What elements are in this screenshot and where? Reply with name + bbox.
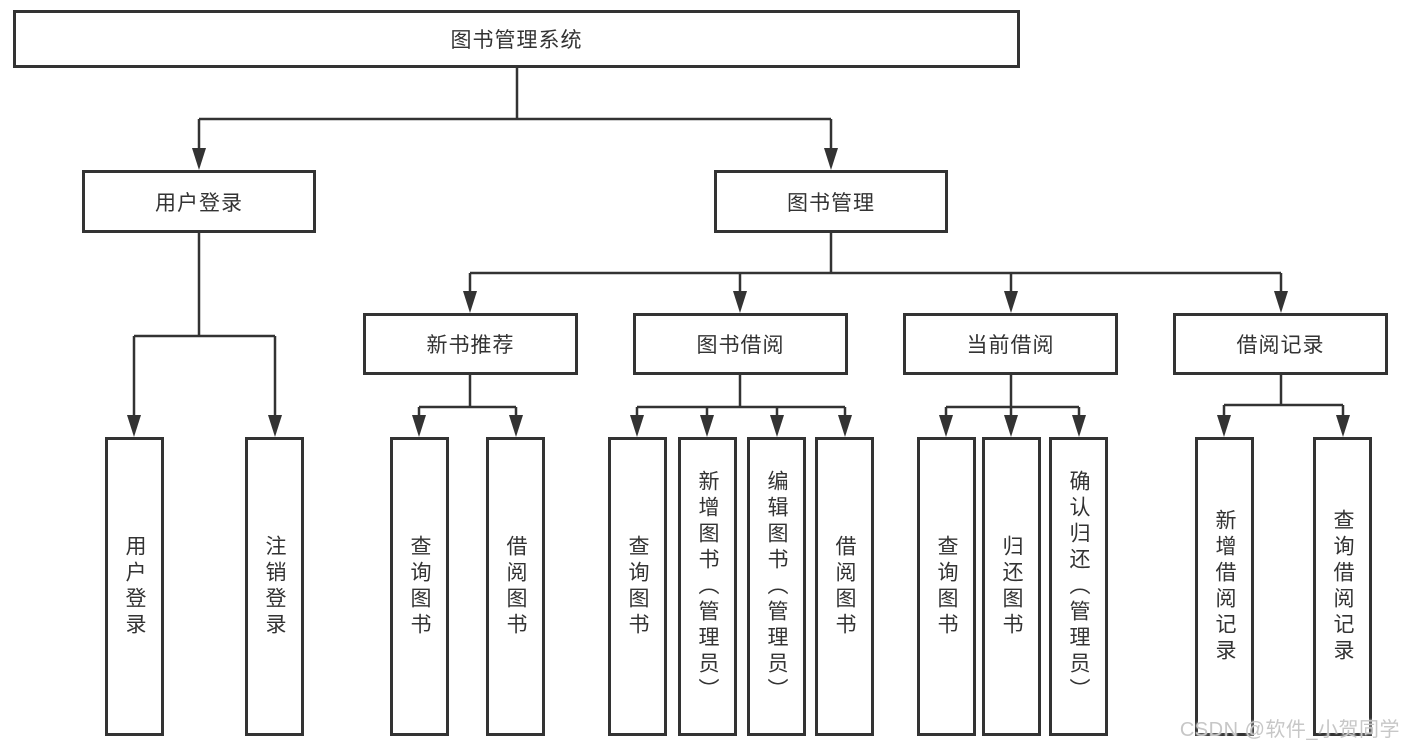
- arrowhead-icon: [1336, 415, 1350, 437]
- arrowhead-icon: [1217, 415, 1231, 437]
- book-management-branch-connector: [468, 233, 1283, 293]
- arrowhead-icon: [412, 415, 426, 437]
- node-borrowing-records: 借阅记录: [1173, 313, 1388, 375]
- leaf-borrow-books: 借阅图书: [815, 437, 874, 736]
- leaf-user-login: 用户登录: [105, 437, 164, 736]
- arrowhead-icon: [192, 148, 206, 170]
- leaf-query-books-borrowing: 查询图书: [608, 437, 667, 736]
- node-book-management: 图书管理: [714, 170, 948, 233]
- arrowhead-icon: [463, 291, 477, 313]
- arrowhead-icon: [268, 415, 282, 437]
- leaf-edit-books-admin: 编辑图书（管理员）: [747, 437, 806, 736]
- new-book-branch-connector: [417, 375, 518, 417]
- csdn-watermark: CSDN @软件_小贺同学: [1179, 719, 1400, 741]
- user-login-branch-connector: [132, 233, 277, 417]
- arrowhead-icon: [700, 415, 714, 437]
- root-connector: [197, 68, 833, 150]
- leaf-borrow-books-recommend: 借阅图书: [486, 437, 545, 736]
- leaf-return-books: 归还图书: [982, 437, 1041, 736]
- leaf-add-books-admin: 新增图书（管理员）: [678, 437, 737, 736]
- leaf-logout: 注销登录: [245, 437, 304, 736]
- arrowhead-icon: [770, 415, 784, 437]
- arrowheads: [127, 148, 1350, 437]
- arrowhead-icon: [630, 415, 644, 437]
- leaf-query-books-current: 查询图书: [917, 437, 976, 736]
- arrowhead-icon: [1004, 415, 1018, 437]
- current-borrowing-branch-connector: [944, 375, 1081, 417]
- node-user-login: 用户登录: [82, 170, 316, 233]
- leaf-add-borrow-record: 新增借阅记录: [1195, 437, 1254, 736]
- arrowhead-icon: [509, 415, 523, 437]
- arrowhead-icon: [733, 291, 747, 313]
- node-library-management-system: 图书管理系统: [13, 10, 1020, 68]
- arrowhead-icon: [939, 415, 953, 437]
- leaf-confirm-return-admin: 确认归还（管理员）: [1049, 437, 1108, 736]
- arrowhead-icon: [824, 148, 838, 170]
- arrowhead-icon: [838, 415, 852, 437]
- arrowhead-icon: [1072, 415, 1086, 437]
- leaf-query-borrow-record: 查询借阅记录: [1313, 437, 1372, 736]
- leaf-query-books-recommend: 查询图书: [390, 437, 449, 736]
- borrowing-records-branch-connector: [1222, 375, 1345, 417]
- node-current-borrowing: 当前借阅: [903, 313, 1118, 375]
- node-book-borrowing: 图书借阅: [633, 313, 848, 375]
- arrowhead-icon: [127, 415, 141, 437]
- arrowhead-icon: [1274, 291, 1288, 313]
- arrowhead-icon: [1004, 291, 1018, 313]
- book-borrowing-branch-connector: [635, 375, 847, 417]
- node-new-book-recommendation: 新书推荐: [363, 313, 578, 375]
